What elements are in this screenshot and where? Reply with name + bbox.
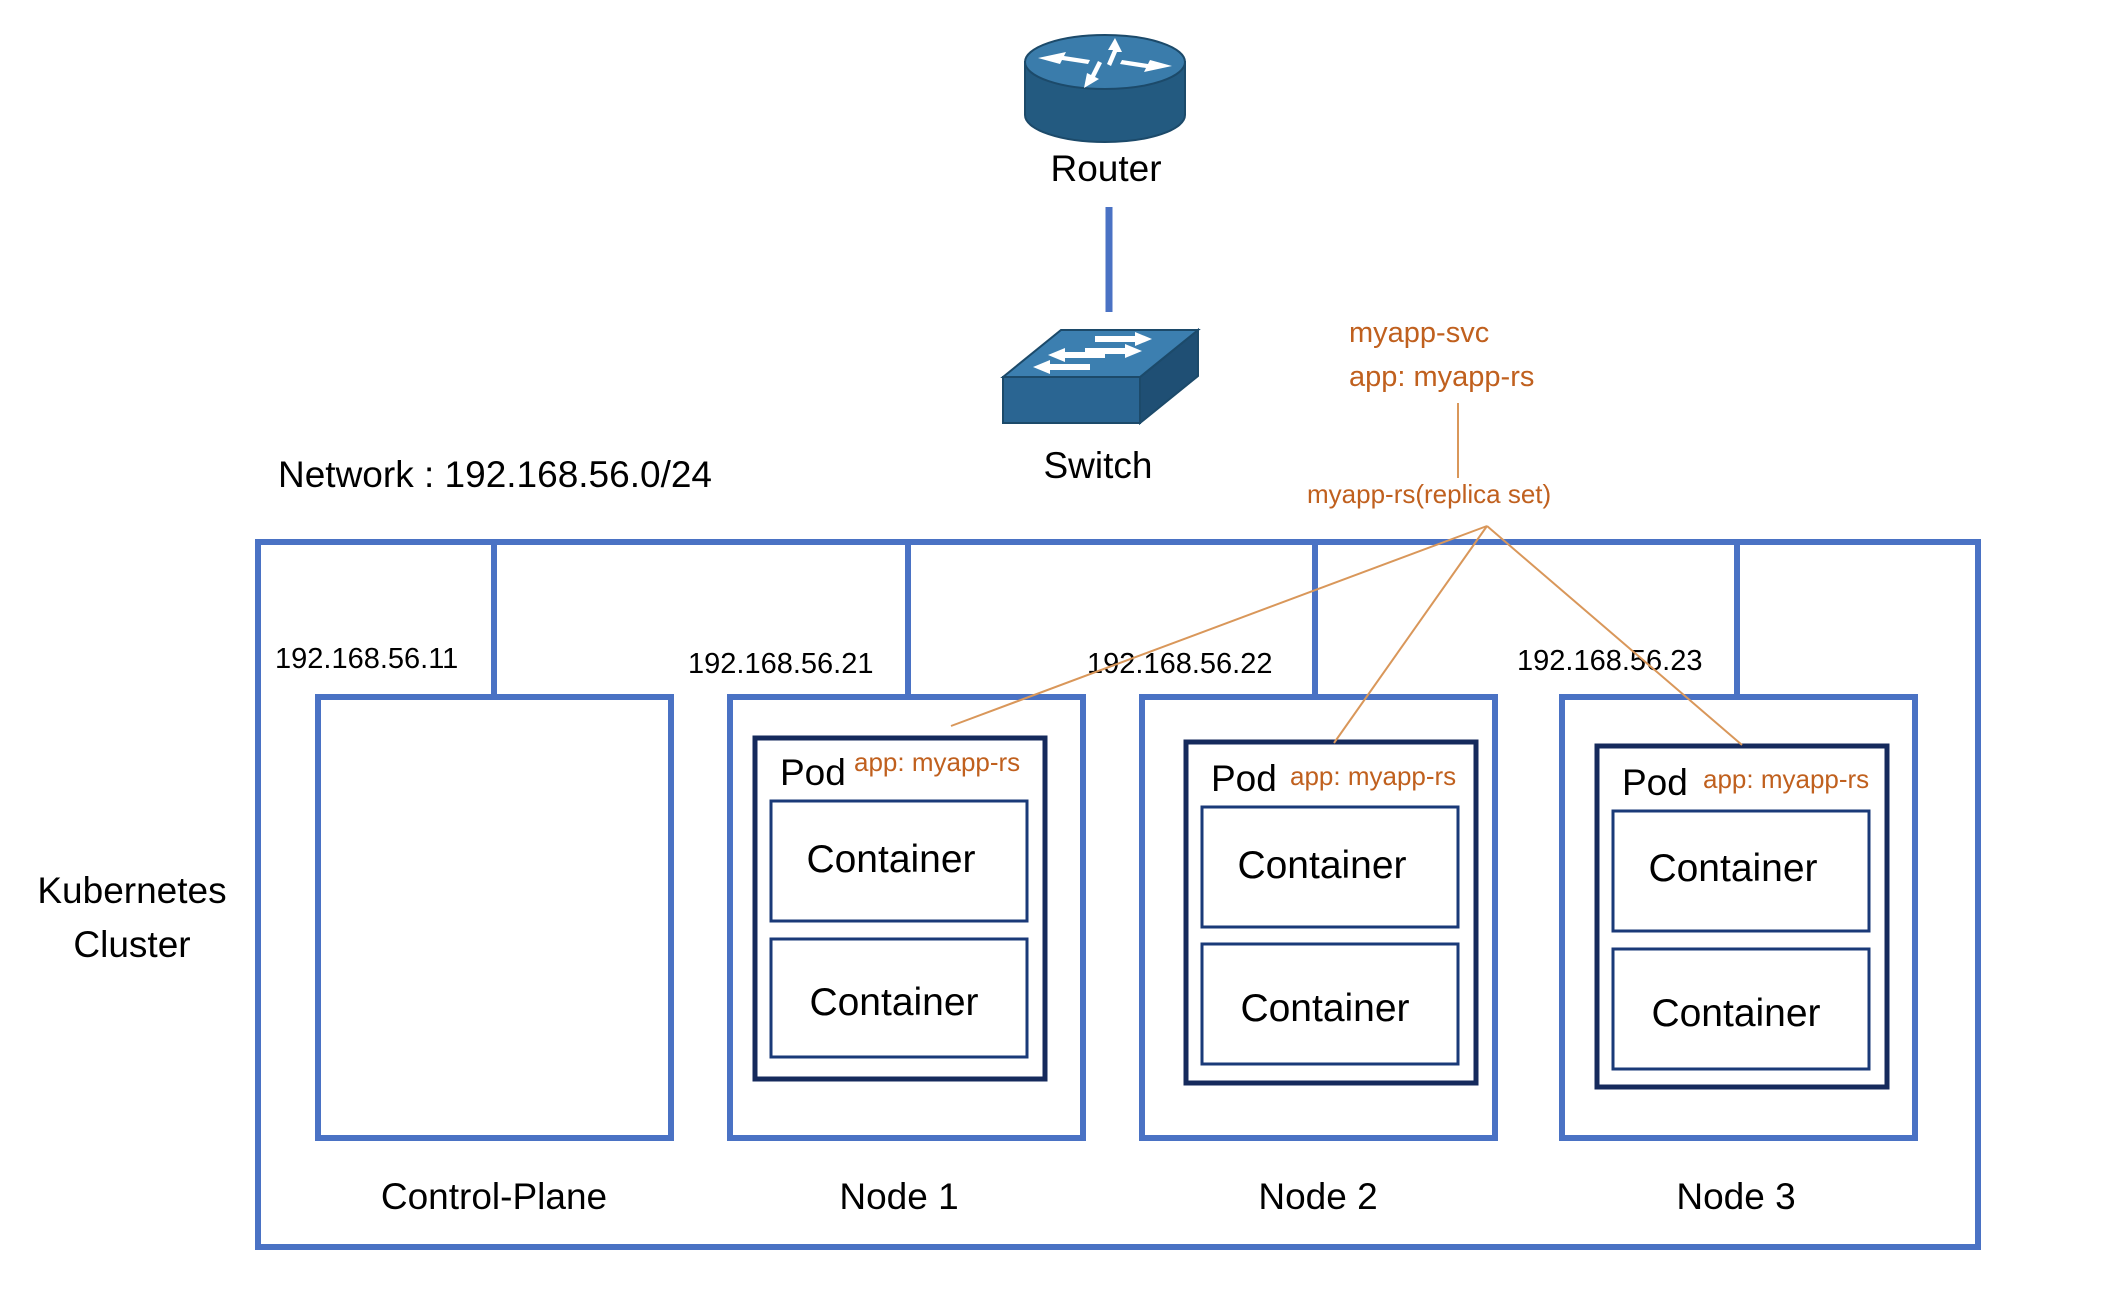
pod-label: Pod [780,752,846,793]
container-label: Container [1240,987,1409,1030]
cluster-boundary [255,539,1981,1250]
replica-set-links [950,525,1743,746]
service-name: myapp-svc [1349,317,1489,349]
pod-label: Pod [1622,762,1688,803]
cluster-label-line2: Cluster [73,924,190,965]
container-box [1611,809,1871,933]
router-label: Router [1050,148,1161,189]
container-label: Container [1651,992,1820,1035]
service-selector: app: myapp-rs [1349,361,1534,393]
control-plane-label: Control-Plane [381,1176,607,1217]
container-box [1200,805,1460,929]
pod-tag: app: myapp-rs [854,747,1020,777]
switch-icon [1000,327,1201,426]
container-label: Container [1237,844,1406,887]
pod-tag: app: myapp-rs [1290,761,1456,791]
container-box [1200,942,1460,1066]
node-3: 192.168.56.23 Pod app: myapp-rs Containe… [1517,645,1918,1217]
node-label: Node 2 [1258,1176,1377,1217]
container-box [769,937,1029,1059]
control-plane-box [315,694,674,1141]
node-2: 192.168.56.22 Pod app: myapp-rs Containe… [1087,648,1498,1217]
cluster-label-line1: Kubernetes [37,870,226,911]
container-label: Container [1648,847,1817,890]
node-1: 192.168.56.21 Pod app: myapp-rs Containe… [688,648,1086,1217]
replica-set-label: myapp-rs(replica set) [1307,479,1551,509]
router-icon [1024,34,1186,143]
node-ip: 192.168.56.23 [1517,645,1702,677]
switch-label: Switch [1044,445,1153,486]
control-plane-ip: 192.168.56.11 [275,643,458,675]
container-label: Container [809,981,978,1024]
container-label: Container [806,838,975,881]
network-label: Network : 192.168.56.0/24 [278,454,712,495]
container-box [769,799,1029,923]
node-label: Node 1 [839,1176,958,1217]
node-ip: 192.168.56.21 [688,648,873,680]
node-label: Node 3 [1676,1176,1795,1217]
pod-tag: app: myapp-rs [1703,764,1869,794]
container-box [1611,947,1871,1071]
pod-label: Pod [1211,758,1277,799]
